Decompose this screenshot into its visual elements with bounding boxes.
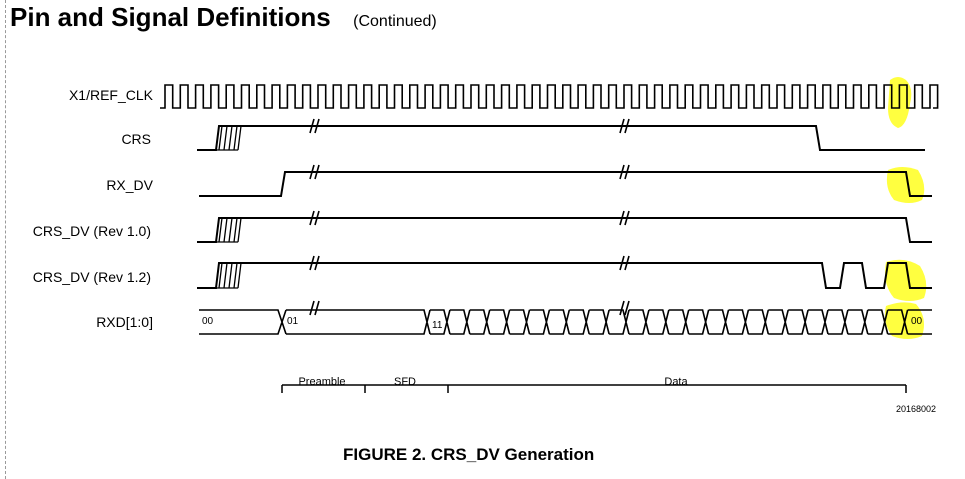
ref-clk-waveform xyxy=(160,84,939,109)
waveforms xyxy=(160,84,939,335)
highlight-mark-3 xyxy=(885,259,927,301)
signal-label-ref-clk: X1/REF_CLK xyxy=(69,87,154,103)
figure-caption: FIGURE 2. CRS_DV Generation xyxy=(343,445,595,464)
crs-dv-rev12-waveform xyxy=(197,262,932,289)
page-title: Pin and Signal Definitions xyxy=(10,2,331,32)
highlight-mark-2 xyxy=(886,167,925,203)
highlight-marks xyxy=(884,77,927,339)
rx-dv-waveform xyxy=(199,171,932,197)
segment-label-data: Data xyxy=(664,376,688,388)
page-heading: Pin and Signal Definitions (Continued) xyxy=(10,2,437,33)
crs-dv-rev12-jitter-edges xyxy=(216,262,242,289)
signal-label-rx-dv: RX_DV xyxy=(106,177,153,193)
time-break-marks xyxy=(309,118,630,316)
rxd-value-idle-start: 00 xyxy=(202,316,214,327)
segment-label-preamble: Preamble xyxy=(298,376,345,388)
figure-number: 20168002 xyxy=(896,404,936,414)
segment-bracket-line xyxy=(281,384,907,393)
crs-dv-rev10-jitter-edges xyxy=(216,217,242,243)
rxd-value-sfd: 11 xyxy=(432,320,443,331)
crs-waveform xyxy=(197,125,925,151)
rxd-bus-waveform xyxy=(199,309,932,335)
segment-label-sfd: SFD xyxy=(394,376,416,388)
rxd-value-idle-end: 00 xyxy=(911,316,923,327)
crs-jitter-edges xyxy=(216,125,242,151)
rxd-value-preamble: 01 xyxy=(287,316,299,327)
signal-label-crs-dv-rev12: CRS_DV (Rev 1.2) xyxy=(33,269,151,285)
segment-brackets xyxy=(281,384,907,393)
page-subtitle: (Continued) xyxy=(353,13,437,30)
signal-label-rxd: RXD[1:0] xyxy=(96,314,153,330)
signal-label-crs: CRS xyxy=(121,131,151,147)
signal-label-crs-dv-rev10: CRS_DV (Rev 1.0) xyxy=(33,223,151,239)
crs-dv-rev10-waveform xyxy=(197,217,932,243)
page-left-border xyxy=(5,0,6,479)
